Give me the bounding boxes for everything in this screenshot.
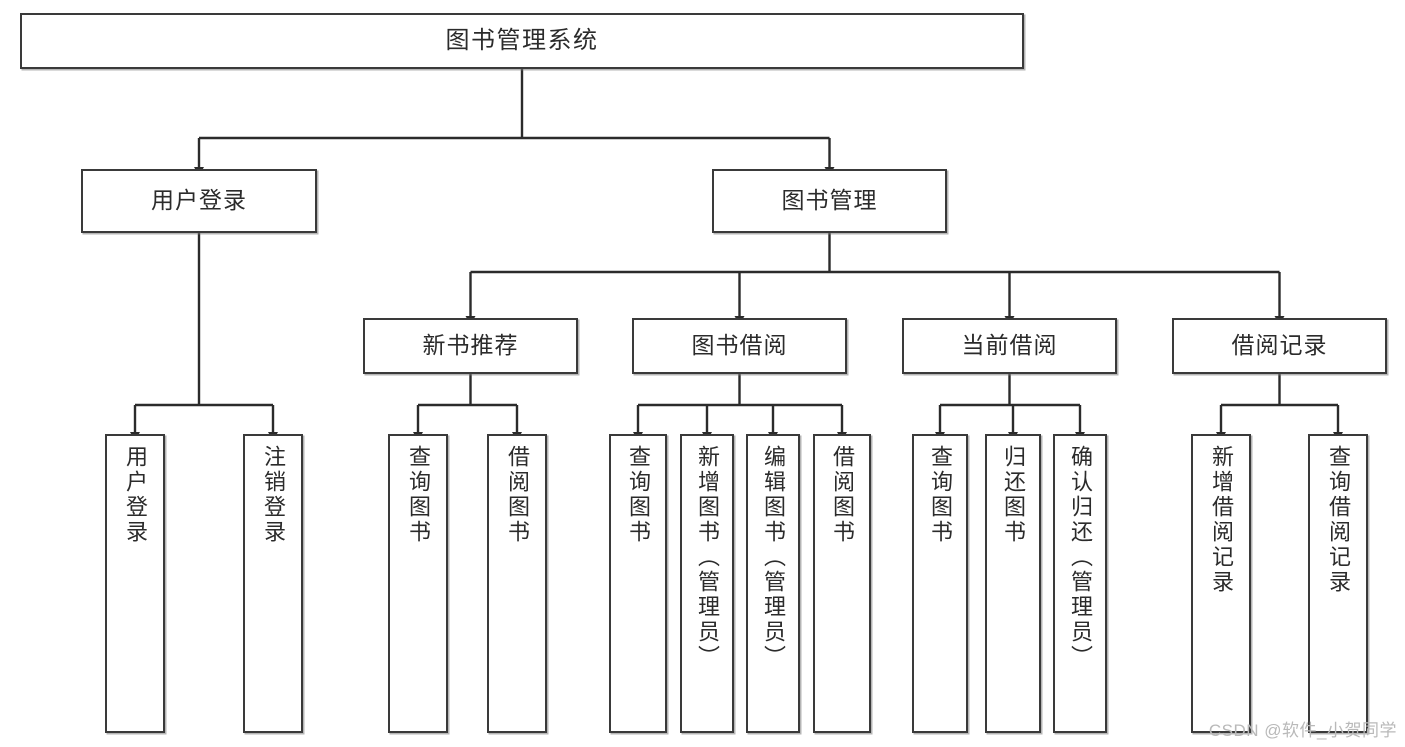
node-leaf-查询图书-新书推荐[interactable]: 查询图书	[388, 434, 448, 733]
node-label: 图书管理系统	[445, 26, 599, 54]
node-leaf-查询图书-图书借阅[interactable]: 查询图书	[609, 434, 667, 733]
node-label: 用户登录	[151, 187, 247, 214]
node-label: 新书推荐	[422, 332, 519, 359]
node-leaf-用户登录[interactable]: 用户登录	[105, 434, 165, 733]
node-level1-图书管理[interactable]: 图书管理	[712, 169, 947, 233]
node-level1-用户登录[interactable]: 用户登录	[81, 169, 317, 233]
node-level2-借阅记录[interactable]: 借阅记录	[1172, 318, 1387, 374]
node-label: 当前借阅	[961, 332, 1058, 359]
node-leaf-编辑图书-管理员[interactable]: 编辑图书（管理员）	[746, 434, 800, 733]
node-leaf-新增图书-管理员[interactable]: 新增图书（管理员）	[680, 434, 734, 733]
node-label: 用户登录	[123, 445, 148, 545]
node-label: 注销登录	[261, 445, 286, 545]
node-level2-当前借阅[interactable]: 当前借阅	[902, 318, 1117, 374]
node-level2-新书推荐[interactable]: 新书推荐	[363, 318, 578, 374]
node-label: 归还图书	[1001, 445, 1026, 545]
node-level2-图书借阅[interactable]: 图书借阅	[632, 318, 847, 374]
node-label: 查询图书	[928, 445, 953, 545]
node-label: 查询图书	[626, 445, 651, 545]
node-root-图书管理系统[interactable]: 图书管理系统	[20, 13, 1024, 69]
node-leaf-归还图书[interactable]: 归还图书	[985, 434, 1041, 733]
node-label: 图书管理	[781, 187, 878, 214]
node-label: 借阅记录	[1231, 332, 1328, 359]
node-leaf-查询图书-当前借阅[interactable]: 查询图书	[912, 434, 968, 733]
node-label: 借阅图书	[830, 445, 855, 545]
node-label: 图书借阅	[691, 332, 788, 359]
node-leaf-查询借阅记录[interactable]: 查询借阅记录	[1308, 434, 1368, 733]
node-label: 新增借阅记录	[1209, 445, 1234, 595]
csdn-watermark: CSDN @软件_小贺同学	[1208, 721, 1397, 740]
node-label: 确认归还（管理员）	[1068, 445, 1093, 670]
node-leaf-借阅图书-新书推荐[interactable]: 借阅图书	[487, 434, 547, 733]
node-label: 编辑图书（管理员）	[761, 445, 786, 670]
node-leaf-确认归还-管理员[interactable]: 确认归还（管理员）	[1053, 434, 1107, 733]
node-leaf-注销登录[interactable]: 注销登录	[243, 434, 303, 733]
node-leaf-新增借阅记录[interactable]: 新增借阅记录	[1191, 434, 1251, 733]
node-label: 借阅图书	[505, 445, 530, 545]
node-label: 查询图书	[406, 445, 431, 545]
node-leaf-借阅图书-图书借阅[interactable]: 借阅图书	[813, 434, 871, 733]
node-label: 新增图书（管理员）	[695, 445, 720, 670]
node-label: 查询借阅记录	[1326, 445, 1351, 595]
